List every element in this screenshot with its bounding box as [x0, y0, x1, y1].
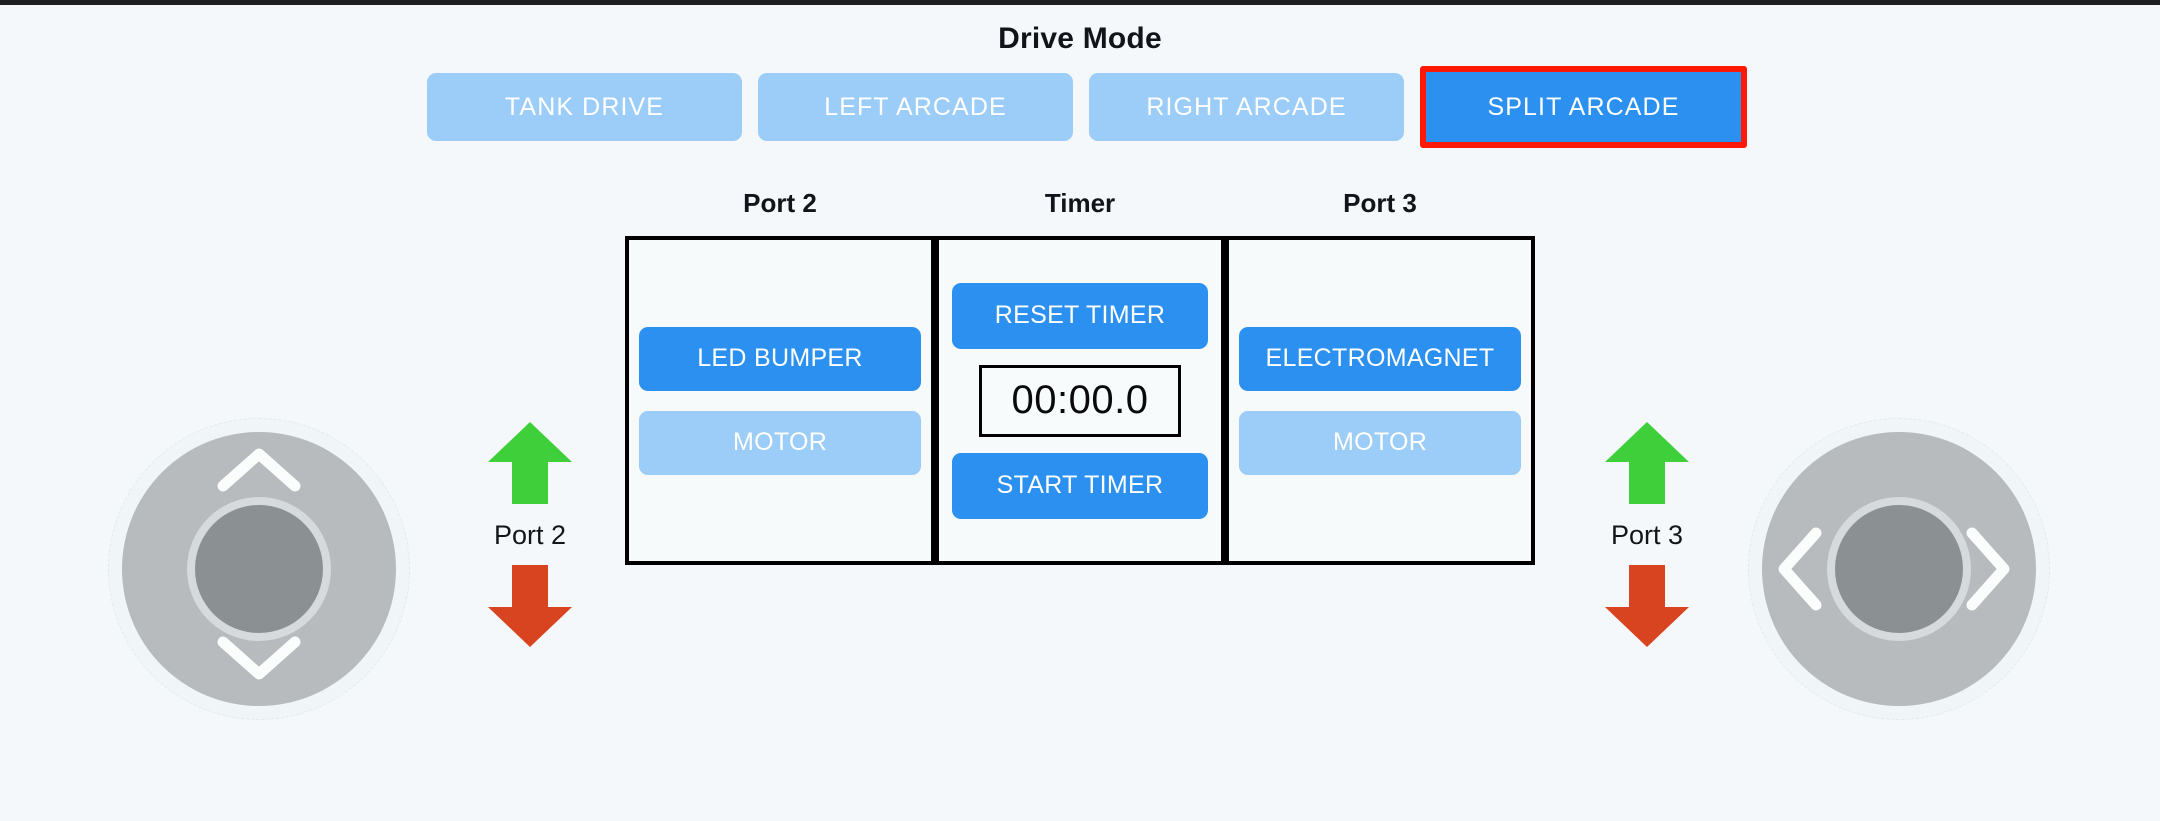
- drive-mode-button-group: TANK DRIVE LEFT ARCADE RIGHT ARCADE SPLI…: [427, 66, 1747, 148]
- port2-arrow-label: Port 2: [493, 520, 567, 550]
- port3-arrow-label: Port 3: [1610, 520, 1684, 550]
- port2-motor-button[interactable]: MOTOR: [639, 410, 921, 475]
- port3-electromagnet-button[interactable]: ELECTROMAGNET: [1239, 326, 1521, 391]
- port2-led-bumper-button[interactable]: LED BUMPER: [639, 326, 921, 391]
- reset-timer-button[interactable]: RESET TIMER: [952, 282, 1208, 349]
- chevron-left-icon[interactable]: [1776, 525, 1824, 613]
- port3-arrow-controls: Port 3: [1572, 420, 1722, 649]
- drive-mode-option-tank-drive[interactable]: TANK DRIVE: [427, 73, 742, 141]
- port3-motor-button[interactable]: MOTOR: [1239, 410, 1521, 475]
- arrow-up-icon[interactable]: [486, 420, 574, 506]
- panel-port2: LED BUMPER MOTOR: [625, 236, 935, 565]
- panel-port3: ELECTROMAGNET MOTOR: [1225, 236, 1535, 565]
- panel-heading-port3: Port 3: [1343, 188, 1417, 218]
- panel-heading-row: Port 2 Timer Port 3: [625, 188, 1535, 219]
- chevron-right-icon[interactable]: [1964, 525, 2012, 613]
- left-joystick[interactable]: [108, 418, 410, 720]
- top-edge-strip: [0, 0, 2160, 5]
- panel-timer: RESET TIMER 00:00.0 START TIMER: [935, 236, 1225, 565]
- control-panel-group: LED BUMPER MOTOR RESET TIMER 00:00.0 STA…: [625, 236, 1535, 565]
- drive-mode-option-split-arcade[interactable]: SPLIT ARCADE: [1420, 66, 1747, 148]
- drive-mode-option-right-arcade[interactable]: RIGHT ARCADE: [1089, 73, 1404, 141]
- arrow-down-icon[interactable]: [486, 563, 574, 649]
- page-title: Drive Mode: [998, 22, 1162, 55]
- chevron-down-icon[interactable]: [215, 634, 303, 682]
- chevron-up-icon[interactable]: [215, 446, 303, 494]
- right-joystick[interactable]: [1748, 418, 2050, 720]
- panel-heading-port2: Port 2: [743, 188, 817, 218]
- arrow-up-icon[interactable]: [1603, 420, 1691, 506]
- arrow-down-icon[interactable]: [1603, 563, 1691, 649]
- timer-display: 00:00.0: [979, 364, 1181, 437]
- start-timer-button[interactable]: START TIMER: [952, 452, 1208, 519]
- right-joystick-knob[interactable]: [1835, 505, 1963, 633]
- left-joystick-knob[interactable]: [195, 505, 323, 633]
- port2-arrow-controls: Port 2: [455, 420, 605, 649]
- panel-heading-timer: Timer: [1044, 188, 1116, 218]
- drive-mode-option-left-arcade[interactable]: LEFT ARCADE: [758, 73, 1073, 141]
